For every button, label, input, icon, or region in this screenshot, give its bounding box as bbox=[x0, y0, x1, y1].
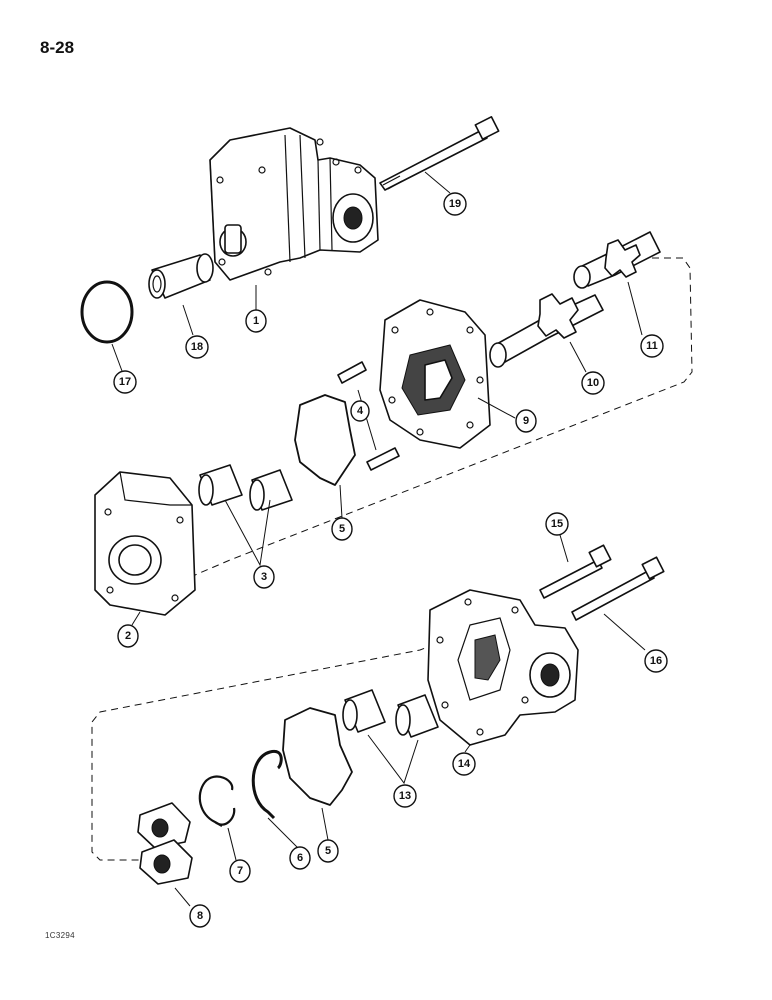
rear-cover bbox=[94, 471, 196, 616]
callout-14: 14 bbox=[452, 752, 476, 776]
callout-9: 9 bbox=[515, 409, 537, 433]
drive-gear bbox=[489, 293, 604, 368]
retaining-ring-6 bbox=[251, 749, 283, 820]
bolt-15 bbox=[539, 544, 612, 599]
callout-13: 13 bbox=[393, 784, 417, 808]
bolt-16 bbox=[571, 556, 665, 621]
figure-code: 1C3294 bbox=[45, 931, 75, 940]
svg-text:15: 15 bbox=[551, 518, 563, 530]
svg-text:4: 4 bbox=[357, 405, 364, 417]
gasket-upper bbox=[294, 394, 356, 486]
svg-text:17: 17 bbox=[119, 376, 131, 388]
callout-1: 1 bbox=[245, 309, 267, 333]
callout-3: 3 bbox=[253, 565, 275, 589]
dowel-pins bbox=[337, 361, 400, 471]
front-housing bbox=[427, 589, 579, 746]
driven-gear bbox=[573, 231, 661, 289]
svg-text:18: 18 bbox=[191, 341, 203, 353]
pump-assembly bbox=[209, 127, 379, 281]
callout-5-upper: 5 bbox=[331, 517, 353, 541]
svg-text:1: 1 bbox=[253, 315, 259, 327]
splined-coupling bbox=[148, 253, 214, 299]
callout-11: 11 bbox=[640, 334, 664, 358]
svg-text:14: 14 bbox=[458, 758, 471, 770]
alignment-line-lower bbox=[91, 609, 526, 861]
svg-text:11: 11 bbox=[646, 340, 658, 352]
callout-2: 2 bbox=[117, 624, 139, 648]
callout-19: 19 bbox=[443, 192, 467, 216]
svg-text:19: 19 bbox=[449, 198, 461, 210]
svg-text:2: 2 bbox=[125, 630, 131, 642]
callout-10: 10 bbox=[581, 371, 605, 395]
long-bolt bbox=[379, 115, 500, 191]
callout-16: 16 bbox=[644, 649, 668, 673]
o-ring bbox=[80, 280, 134, 344]
callout-18: 18 bbox=[185, 335, 209, 359]
gear-plate bbox=[379, 299, 491, 449]
gasket-lower bbox=[282, 707, 353, 806]
seal-set bbox=[137, 802, 193, 885]
svg-text:7: 7 bbox=[237, 865, 243, 877]
svg-text:8: 8 bbox=[197, 910, 203, 922]
svg-text:5: 5 bbox=[339, 523, 345, 535]
callout-7: 7 bbox=[229, 859, 251, 883]
svg-text:10: 10 bbox=[587, 377, 599, 389]
callout-17: 17 bbox=[113, 370, 137, 394]
callout-4: 4 bbox=[350, 400, 370, 422]
svg-text:13: 13 bbox=[399, 790, 411, 802]
svg-text:16: 16 bbox=[650, 655, 662, 667]
svg-text:5: 5 bbox=[325, 845, 331, 857]
snap-ring-7 bbox=[198, 775, 236, 827]
callout-15: 15 bbox=[545, 512, 569, 536]
svg-text:3: 3 bbox=[261, 571, 267, 583]
callout-6: 6 bbox=[289, 846, 311, 870]
page-number: 8-28 bbox=[40, 38, 75, 57]
callout-8: 8 bbox=[189, 904, 211, 928]
bushings-lower bbox=[342, 689, 439, 738]
bushings-upper bbox=[198, 464, 293, 511]
svg-text:6: 6 bbox=[297, 852, 303, 864]
svg-text:9: 9 bbox=[523, 415, 529, 427]
callout-5-lower: 5 bbox=[317, 839, 339, 863]
